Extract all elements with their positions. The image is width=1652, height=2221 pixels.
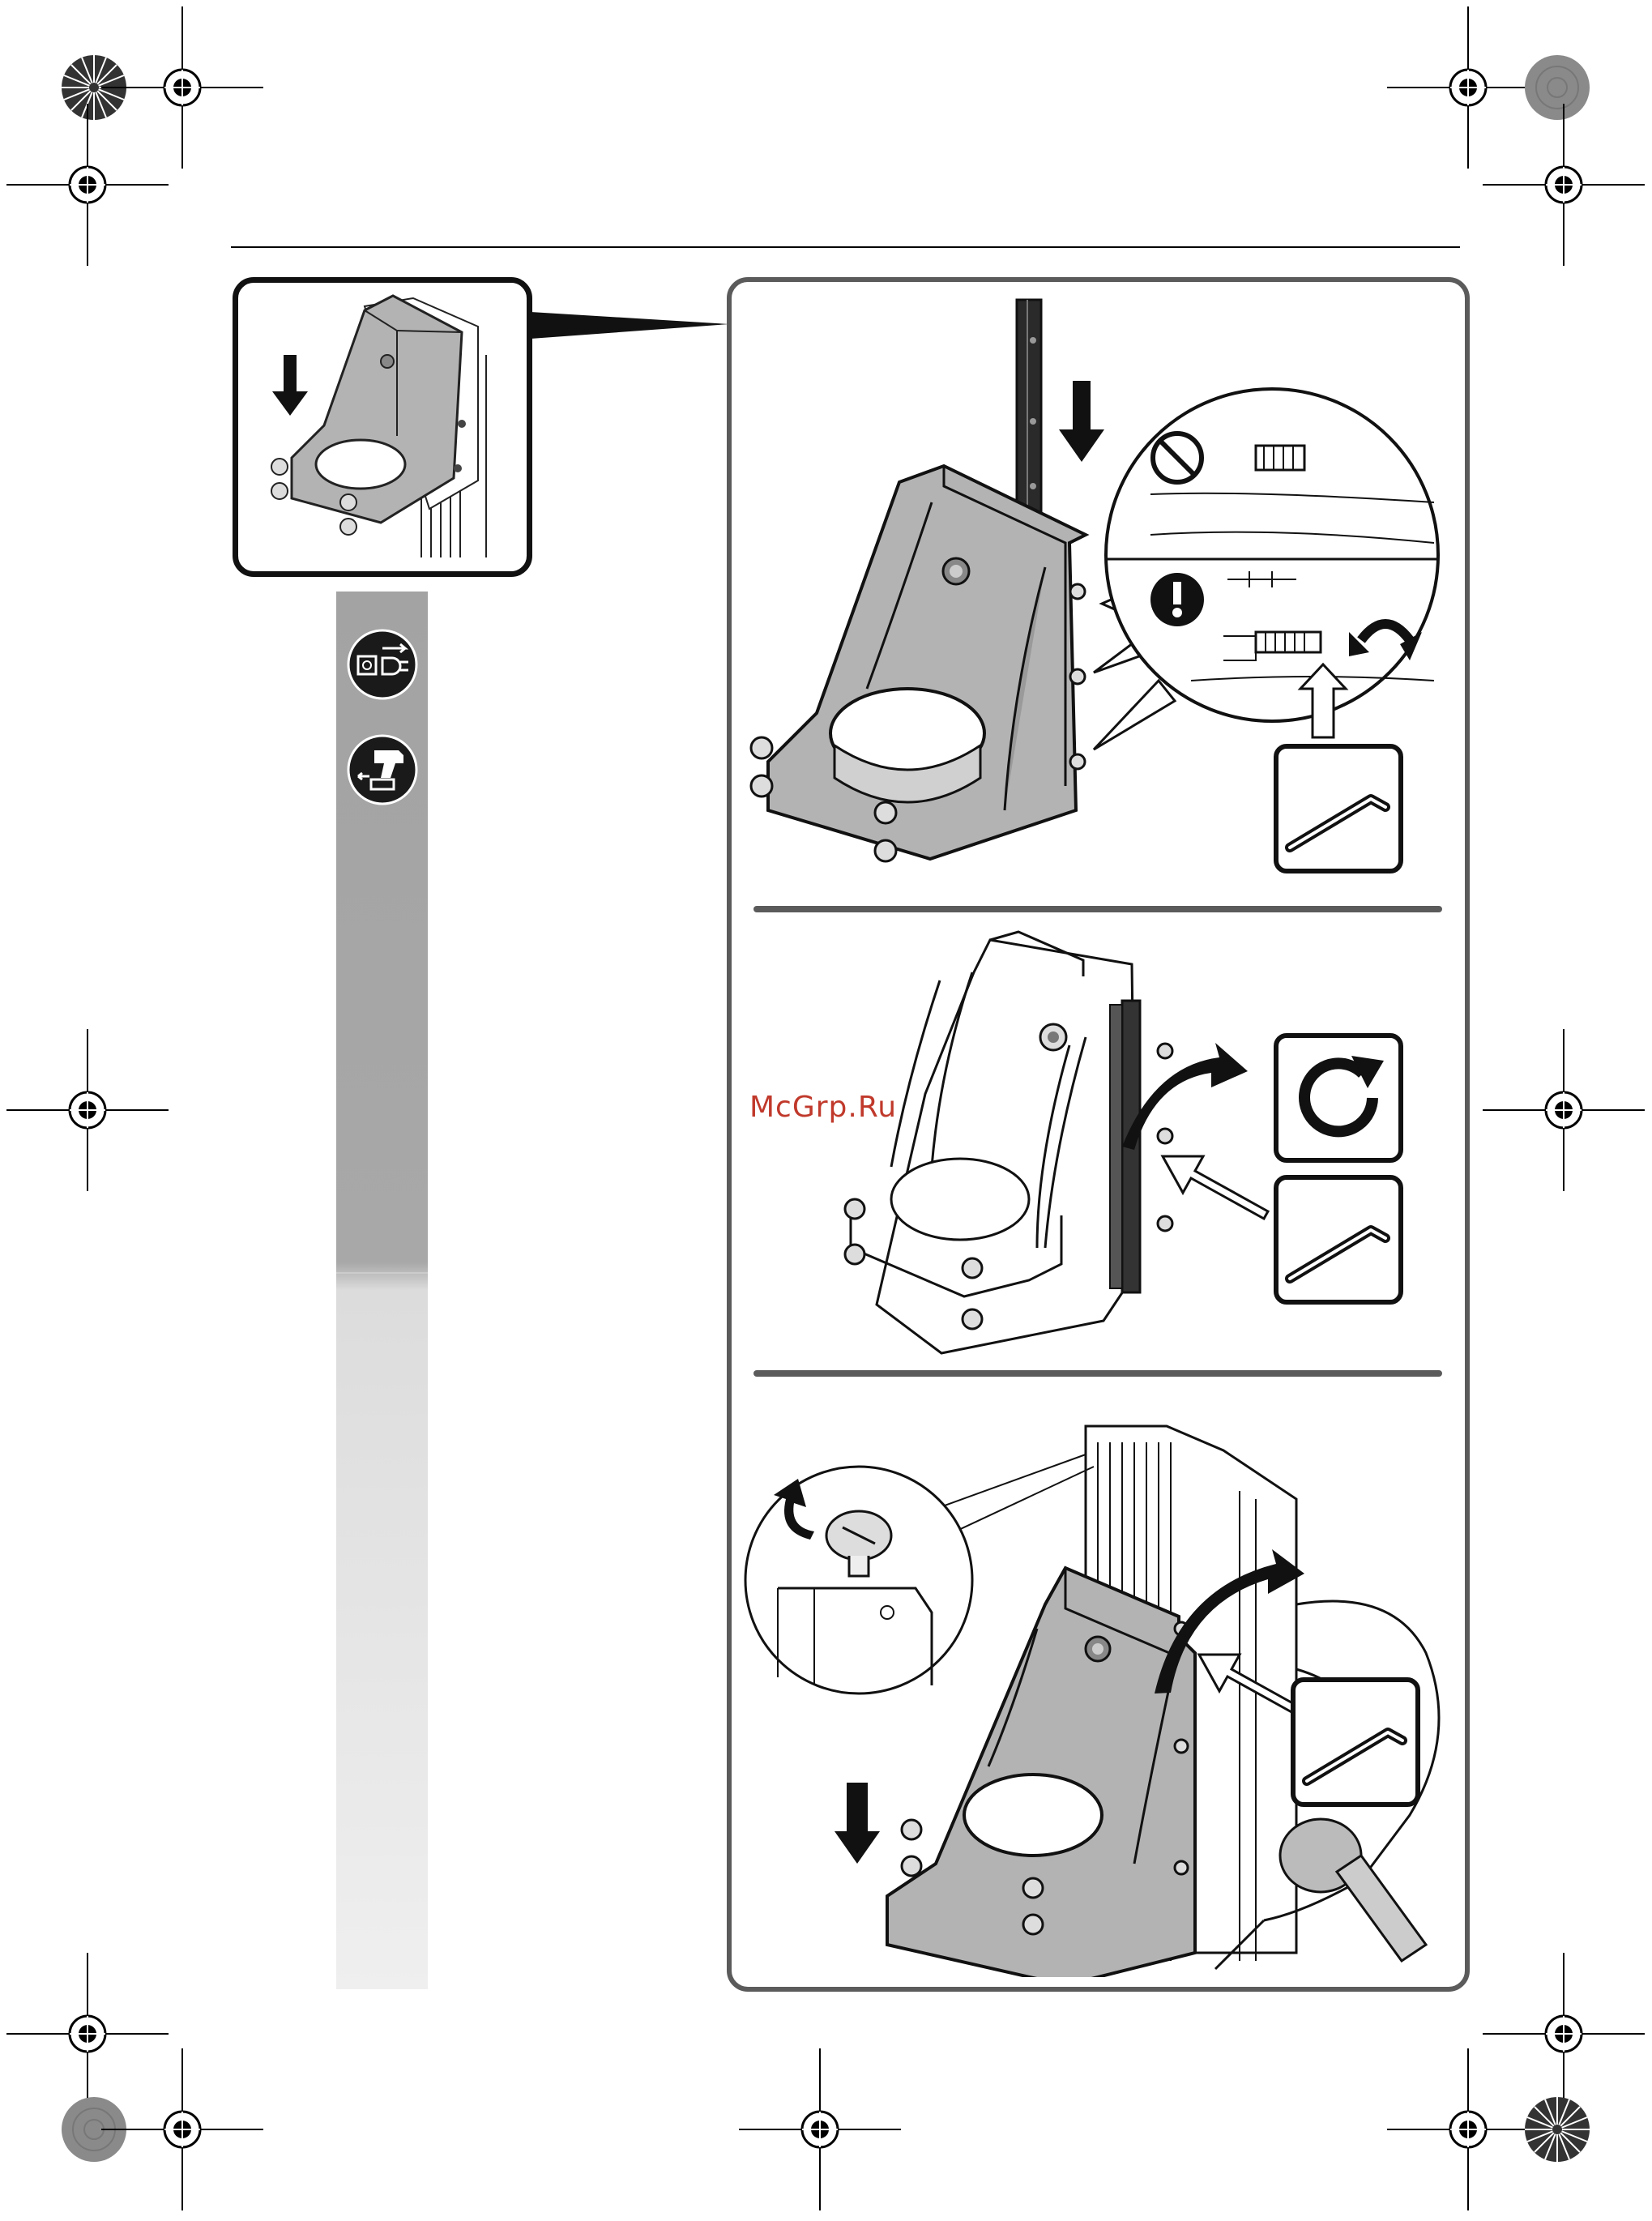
- inset-connector: [531, 308, 733, 344]
- watermark-text: McGrp.Ru: [749, 1091, 897, 1124]
- step-2-illustration: [810, 924, 1313, 1361]
- unplug-power-icon: [347, 629, 418, 700]
- allen-key-icon: [1280, 1183, 1398, 1296]
- downward-arrow-icon: [1059, 381, 1104, 462]
- warning-exclamation-icon: [1150, 573, 1204, 626]
- inset-bracket-illustration: [243, 290, 523, 566]
- registration-star-bottom-right: [1525, 2097, 1590, 2162]
- allen-key-icon: [1280, 752, 1398, 865]
- sidebar-divider: [336, 1272, 428, 1274]
- downward-arrow-icon: [835, 1783, 880, 1864]
- panel-divider: [753, 906, 1442, 912]
- allen-key-icon: [1297, 1685, 1415, 1799]
- rotate-clockwise-icon: [1282, 1041, 1395, 1155]
- panel-divider: [753, 1370, 1442, 1377]
- remove-battery-drill-icon: [347, 734, 418, 805]
